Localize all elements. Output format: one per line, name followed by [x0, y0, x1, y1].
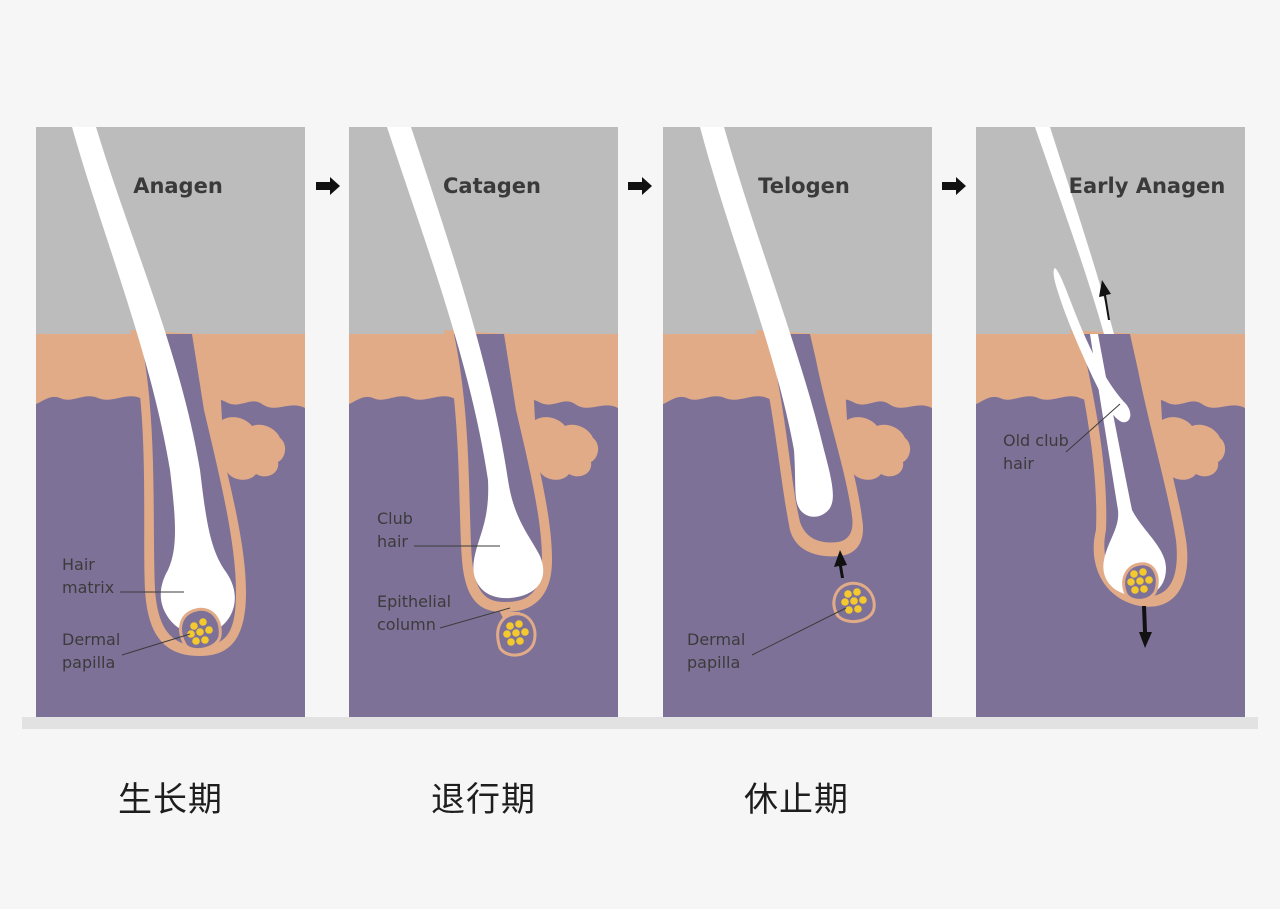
hair-shaft	[700, 127, 833, 517]
label-dermal-papilla-2: papilla	[687, 653, 740, 672]
label-epithelial-column-1: Epithelial	[377, 592, 451, 611]
right-arrow-icon	[628, 177, 652, 195]
sky-layer	[349, 127, 618, 337]
panel-title: Anagen	[133, 174, 223, 198]
label-club-hair-1: Club	[377, 509, 413, 528]
label-epithelial-column-2: column	[377, 615, 436, 634]
right-arrow-icon	[316, 177, 340, 195]
papilla-cells	[503, 620, 529, 646]
sky-layer	[976, 127, 1245, 337]
leader-line	[751, 607, 847, 656]
hair-shaft	[387, 127, 544, 599]
label-dermal-papilla-1: Dermal	[62, 630, 120, 649]
panel-title: Early Anagen	[1069, 174, 1226, 198]
downward-arrow-icon	[1139, 606, 1152, 648]
papilla-cells	[187, 618, 213, 645]
growth-arrow	[834, 550, 847, 578]
upward-arrow-icon	[1099, 280, 1111, 320]
sky-layer	[36, 127, 305, 337]
panel-telogen	[663, 127, 932, 717]
caption-telogen: 休止期	[744, 780, 849, 820]
panel-title: Catagen	[443, 174, 541, 198]
leader-line	[1065, 403, 1121, 453]
leader-line	[121, 633, 191, 656]
new-hair-tip	[1035, 127, 1114, 334]
label-dermal-papilla-2: papilla	[62, 653, 115, 672]
leader-line	[439, 607, 511, 629]
right-arrow-icon	[942, 177, 966, 195]
label-club-hair-2: hair	[377, 532, 408, 551]
label-hair-matrix-1: Hair	[62, 555, 95, 574]
panel-anagen	[36, 127, 305, 717]
label-hair-matrix-2: matrix	[62, 578, 114, 597]
caption-anagen: 生长期	[118, 780, 223, 820]
label-old-club-hair-2: hair	[1003, 454, 1034, 473]
panel-title: Telogen	[758, 174, 850, 198]
panel-early-anagen	[976, 127, 1245, 717]
hair-shaft	[72, 127, 235, 635]
label-dermal-papilla-1: Dermal	[687, 630, 745, 649]
baseline-strip	[22, 717, 1258, 729]
papilla-cells	[841, 588, 867, 614]
panel-catagen	[349, 127, 618, 717]
label-old-club-hair-1: Old club	[1003, 431, 1069, 450]
caption-catagen: 退行期	[431, 780, 536, 820]
sky-layer	[663, 127, 932, 337]
papilla-cells	[1127, 568, 1153, 594]
old-club-hair	[1053, 268, 1131, 423]
